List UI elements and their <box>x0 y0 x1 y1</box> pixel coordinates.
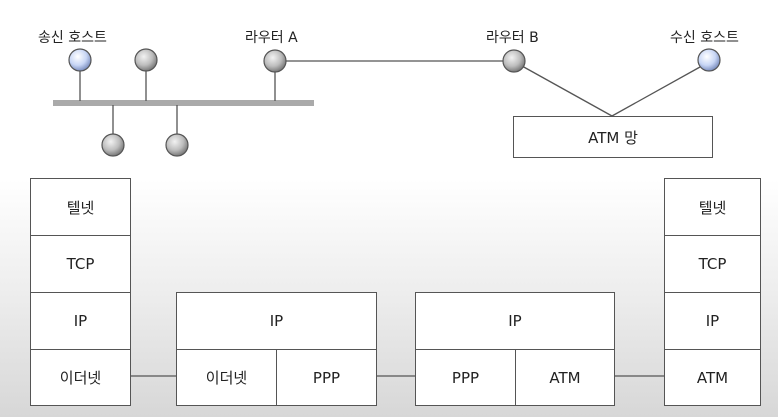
layer-label: ATM <box>549 368 581 387</box>
router-a-stack-layer: PPP <box>276 349 377 406</box>
sender-stack-layer: IP <box>30 292 131 350</box>
router-a-node <box>263 49 287 73</box>
router-b-node <box>502 49 526 73</box>
router-b-atm-line <box>521 65 613 117</box>
layer-label: TCP <box>66 255 95 273</box>
layer-label: IP <box>705 312 720 330</box>
layer-label: PPP <box>312 368 341 387</box>
layer-label: IP <box>508 312 522 330</box>
sender-stack-layer: TCP <box>30 235 131 293</box>
receiver-stack-layer: TCP <box>664 235 761 293</box>
receiver-stack-layer: 텔넷 <box>664 178 761 236</box>
layer-label: 텔넷 <box>66 198 95 217</box>
layer-label: ATM <box>696 368 729 387</box>
layer-label: PPP <box>451 368 480 387</box>
receiver-host-node <box>697 48 721 72</box>
router-b-stack-layer: PPP <box>415 349 516 406</box>
atm-network-label: ATM 망 <box>588 128 638 147</box>
lan-node <box>101 133 125 157</box>
atm-network-box: ATM 망 <box>513 116 713 158</box>
router-b-stack-layer: IP <box>415 292 615 350</box>
sender-host-label: 송신 호스트 <box>38 30 107 46</box>
layer-label: IP <box>73 312 88 330</box>
receiver-atm-line <box>611 66 701 117</box>
lan-bus <box>53 100 314 106</box>
sender-stack-layer: 텔넷 <box>30 178 131 236</box>
router-b-stack-layer: ATM <box>515 349 615 406</box>
receiver-stack-layer: IP <box>664 292 761 350</box>
receiver-stack-layer: ATM <box>664 349 761 406</box>
layer-label: 이더넷 <box>59 369 102 387</box>
router-a-stack-layer: IP <box>176 292 377 350</box>
router-a-label: 라우터 A <box>245 30 298 46</box>
layer-label: 이더넷 <box>205 369 248 387</box>
layer-label: 텔넷 <box>698 198 727 217</box>
lan-node <box>134 48 158 72</box>
receiver-host-label: 수신 호스트 <box>670 30 739 46</box>
layer-label: IP <box>269 312 284 330</box>
sender-stack-layer: 이더넷 <box>30 349 131 406</box>
router-b-label: 라우터 B <box>486 30 539 46</box>
layer-label: TCP <box>698 255 727 273</box>
router-a-stack-layer: 이더넷 <box>176 349 277 406</box>
sender-host-node <box>68 48 92 72</box>
lan-node <box>165 133 189 157</box>
